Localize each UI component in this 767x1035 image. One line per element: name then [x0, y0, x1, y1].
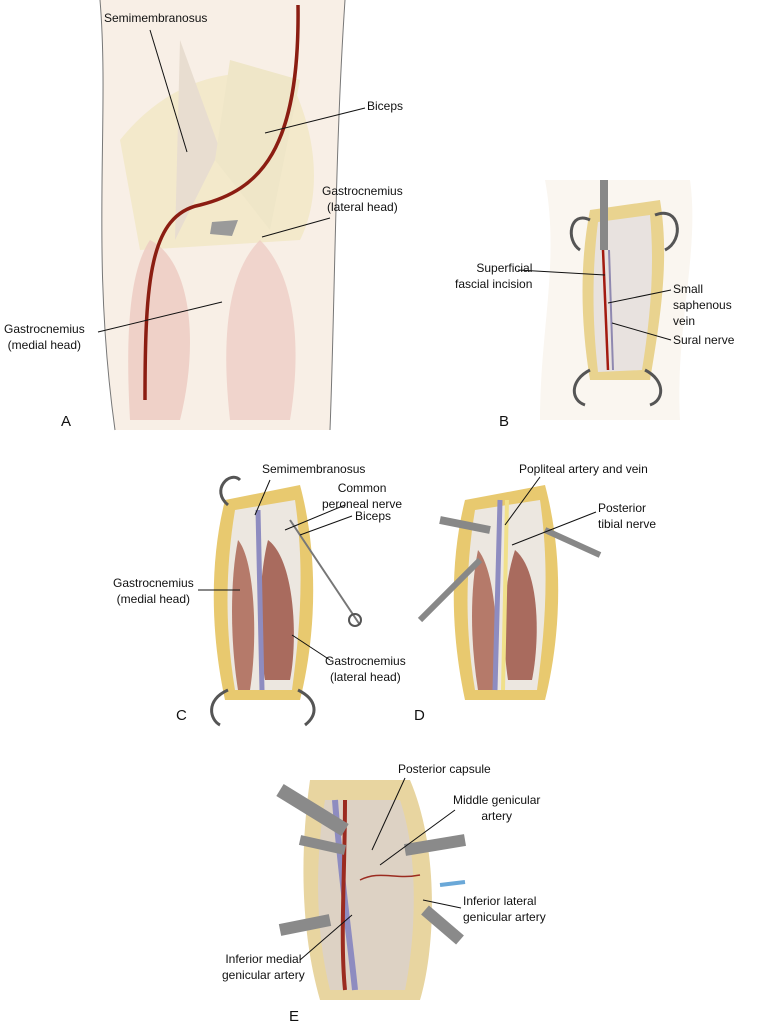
- label-a-gastrocnemius-lateral: Gastrocnemius (lateral head): [322, 183, 403, 215]
- label-line: Inferior lateral: [463, 894, 537, 908]
- label-a-gastrocnemius-medial: Gastrocnemius (medial head): [4, 321, 85, 353]
- label-line: (medial head): [116, 592, 191, 606]
- label-c-biceps: Biceps: [355, 509, 392, 523]
- panel-a-knee-drawing: [99, 0, 346, 431]
- label-d-posterior-tibial-nerve: Posterior tibial nerve: [598, 500, 656, 532]
- label-line: (lateral head): [326, 200, 398, 214]
- label-line: artery: [481, 809, 513, 823]
- label-c-gastrocnemius-lateral: Gastrocnemius (lateral head): [325, 653, 406, 685]
- label-line: genicular artery: [463, 910, 546, 924]
- label-e-inferior-medial-genicular-artery: Inferior medial genicular artery: [222, 951, 305, 983]
- label-line: genicular artery: [222, 968, 305, 982]
- panel-letter-e: E: [289, 1008, 300, 1025]
- label-a-semimembranosus: Semimembranosus: [104, 11, 208, 25]
- label-line: vein: [673, 314, 696, 328]
- panel-d-dissection-drawing: [417, 485, 602, 700]
- label-line: tibial nerve: [598, 517, 657, 531]
- label-line: Common: [337, 481, 387, 495]
- label-b-small-saphenous-vein: Small saphenous vein: [673, 281, 732, 329]
- panel-e-dissection-drawing: [276, 780, 466, 1000]
- panel-b-incision-drawing: [540, 180, 693, 420]
- panel-letter-b: B: [499, 413, 510, 430]
- label-line: Inferior medial: [225, 952, 302, 966]
- label-line: Small: [673, 282, 704, 296]
- label-line: Gastrocnemius: [322, 184, 403, 198]
- label-c-gastrocnemius-medial: Gastrocnemius (medial head): [113, 575, 194, 607]
- label-line: fascial incision: [455, 277, 533, 291]
- label-e-middle-genicular-artery: Middle genicular artery: [453, 792, 540, 824]
- label-line: peroneal nerve: [322, 497, 403, 511]
- label-line: Gastrocnemius: [113, 576, 194, 590]
- panel-letter-c: C: [176, 707, 187, 724]
- label-line: (lateral head): [329, 670, 401, 684]
- label-b-superficial-fascial-incision: Superficial fascial incision: [455, 260, 532, 292]
- label-line: Gastrocnemius: [4, 322, 85, 336]
- label-line: (medial head): [7, 338, 82, 352]
- label-line: Gastrocnemius: [325, 654, 406, 668]
- panel-letter-a: A: [61, 413, 72, 430]
- label-e-posterior-capsule: Posterior capsule: [398, 762, 491, 776]
- panel-c-dissection-drawing: [210, 475, 362, 727]
- label-c-common-peroneal-nerve: Common peroneal nerve: [322, 480, 402, 512]
- label-a-biceps: Biceps: [367, 99, 404, 113]
- label-e-inferior-lateral-genicular-artery: Inferior lateral genicular artery: [463, 893, 546, 925]
- label-line: Posterior: [598, 501, 647, 515]
- label-line: saphenous: [673, 298, 732, 312]
- label-line: Middle genicular: [453, 793, 541, 807]
- label-line: Superficial: [476, 261, 533, 275]
- label-d-popliteal-artery-vein: Popliteal artery and vein: [519, 462, 648, 476]
- label-c-semimembranosus: Semimembranosus: [262, 462, 366, 476]
- label-b-sural-nerve: Sural nerve: [673, 333, 735, 347]
- panel-letter-d: D: [414, 707, 425, 724]
- leader-lines: [97, 29, 672, 961]
